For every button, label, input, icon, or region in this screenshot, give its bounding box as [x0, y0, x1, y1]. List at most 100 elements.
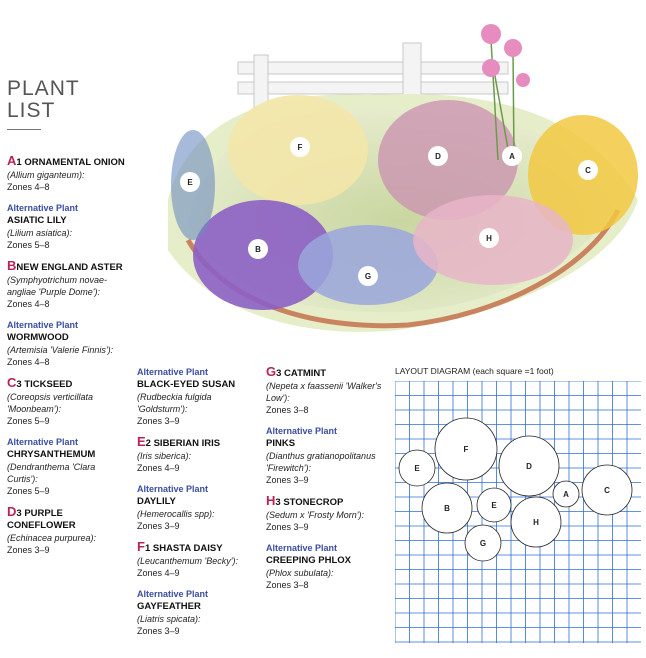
label-f: F: [290, 137, 310, 157]
title-rule: [7, 129, 41, 130]
alt-label: Alternative Plant: [7, 320, 79, 330]
diagram-label-c: C: [604, 486, 610, 495]
plant-name: GAYFEATHER: [137, 601, 201, 612]
label-a-text: A: [509, 152, 515, 161]
plant-latin: (Artemisia 'Valerie Finnis'):: [7, 345, 114, 355]
plant-name: WORMWOOD: [7, 332, 69, 343]
diagram-circle-c: C: [581, 464, 633, 516]
plant-entry-e-alt: Alternative Plant DAYLILY (Hemerocallis …: [137, 483, 259, 532]
diagram-circle-h: H: [510, 496, 562, 548]
alt-label: Alternative Plant: [7, 203, 79, 213]
plant-latin: (Echinacea purpurea):: [7, 533, 97, 543]
plant-entry-b: BNEW ENGLAND ASTER (Symphyotrichum novae…: [7, 259, 127, 310]
plant-entry-g: G3 CATMINT (Nepeta x faassenii 'Walker's…: [266, 365, 384, 416]
plant-latin: (Phlox subulata):: [266, 568, 334, 578]
diagram-circle-e-left: E: [398, 449, 436, 487]
garden-illustration: A B C D E F G H: [168, 24, 638, 332]
plant-zones: Zones 3–9: [7, 545, 50, 555]
label-g-text: G: [365, 272, 371, 281]
alt-label: Alternative Plant: [137, 484, 209, 494]
plant-entry-a: A1 ORNAMENTAL ONION (Allium giganteum): …: [7, 154, 127, 193]
plant-entry-h-alt: Alternative Plant CREEPING PHLOX (Phlox …: [266, 542, 384, 591]
plant-name: 1 SHASTA DAISY: [144, 543, 223, 554]
plant-entry-f: F1 SHASTA DAISY (Leucanthemum 'Becky'): …: [137, 540, 259, 579]
plant-zones: Zones 4–9: [137, 463, 180, 473]
label-a: A: [502, 146, 522, 166]
plant-latin: (Lilium asiatica):: [7, 228, 73, 238]
plant-zones: Zones 5–9: [7, 486, 50, 496]
label-e-text: E: [187, 178, 193, 187]
fence: [237, 42, 509, 134]
plant-entry-c: C3 TICKSEED (Coreopsis verticillata 'Moo…: [7, 376, 127, 427]
plant-list-column-2: Alternative Plant BLACK-EYED SUSAN (Rudb…: [137, 366, 259, 646]
layout-diagram: E F D B E A C H: [395, 381, 641, 643]
diagram-circle-g: G: [464, 524, 502, 562]
plant-latin: (Leucanthemum 'Becky'):: [137, 556, 238, 566]
plant-zones: Zones 4–8: [7, 357, 50, 367]
plant-list-column-3: G3 CATMINT (Nepeta x faassenii 'Walker's…: [266, 365, 384, 600]
plant-zones: Zones 3–9: [137, 521, 180, 531]
diagram-label-e-center: E: [491, 501, 497, 510]
plant-name: 3 STONECROP: [275, 497, 344, 508]
plant-zones: Zones 5–9: [7, 416, 50, 426]
diagram-label-e-left: E: [414, 464, 420, 473]
title-line-1: PLANT: [7, 77, 80, 100]
diagram-circle-a: A: [552, 480, 580, 508]
diagram-title-note: (each square =1 foot): [472, 366, 554, 376]
diagram-label-a: A: [563, 490, 569, 499]
allium-heads: [481, 24, 530, 87]
diagram-circle-e-center: E: [476, 487, 512, 523]
diagram-label-b: B: [444, 504, 450, 513]
plant-name: NEW ENGLAND ASTER: [16, 262, 123, 273]
plant-zones: Zones 4–8: [7, 182, 50, 192]
diagram-label-g: G: [480, 539, 486, 548]
plant-name: BLACK-EYED SUSAN: [137, 379, 236, 390]
plant-latin: (Dendranthema 'Clara Curtis'):: [7, 462, 96, 484]
plant-entry-c-alt: Alternative Plant CHRYSANTHEMUM (Dendran…: [7, 436, 127, 497]
plant-entry-a-alt: Alternative Plant ASIATIC LILY (Lilium a…: [7, 202, 127, 251]
plant-entry-f-alt: Alternative Plant GAYFEATHER (Liatris sp…: [137, 588, 259, 637]
plant-latin: (Iris siberica):: [137, 451, 192, 461]
plant-entry-e: E2 SIBERIAN IRIS (Iris siberica): Zones …: [137, 435, 259, 474]
alt-label: Alternative Plant: [137, 589, 209, 599]
plant-zones: Zones 3–8: [266, 580, 309, 590]
plant-zones: Zones 5–8: [7, 240, 50, 250]
label-c-text: C: [585, 166, 591, 175]
label-e: E: [180, 172, 200, 192]
plant-zones: Zones 4–8: [7, 299, 50, 309]
label-b: B: [248, 239, 268, 259]
plant-zones: Zones 4–9: [137, 568, 180, 578]
plant-name: CHRYSANTHEMUM: [7, 449, 96, 460]
label-g: G: [358, 266, 378, 286]
plant-zones: Zones 3–9: [137, 626, 180, 636]
plant-name: 2 SIBERIAN IRIS: [145, 438, 221, 449]
plant-name: 3 PURPLE CONEFLOWER: [7, 508, 76, 531]
plant-name: ASIATIC LILY: [7, 215, 67, 226]
plant-latin: (Nepeta x faassenii 'Walker's Low'):: [266, 381, 382, 403]
diagram-label-h: H: [533, 518, 539, 527]
plant-entry-h: H3 STONECROP (Sedum x 'Frosty Morn'): Zo…: [266, 494, 384, 533]
diagram-circle-b: B: [421, 482, 473, 534]
plant-name: PINKS: [266, 438, 296, 449]
plant-entry-d-alt: Alternative Plant BLACK-EYED SUSAN (Rudb…: [137, 366, 259, 427]
plant-list-title: PLANT LIST: [7, 77, 80, 122]
plant-entry-b-alt: Alternative Plant WORMWOOD (Artemisia 'V…: [7, 319, 127, 368]
diagram-circle-d: D: [498, 435, 560, 497]
plant-zones: Zones 3–8: [266, 405, 309, 415]
label-d: D: [428, 146, 448, 166]
plant-zones: Zones 3–9: [266, 522, 309, 532]
alt-label: Alternative Plant: [137, 367, 209, 377]
plant-name: 3 CATMINT: [276, 368, 327, 379]
diagram-label-f: F: [464, 445, 469, 454]
plant-entry-d: D3 PURPLE CONEFLOWER (Echinacea purpurea…: [7, 505, 127, 556]
label-f-text: F: [298, 143, 303, 152]
alt-label: Alternative Plant: [266, 543, 338, 553]
plant-latin: (Allium giganteum):: [7, 170, 85, 180]
label-h-text: H: [486, 234, 492, 243]
title-line-2: LIST: [7, 99, 56, 122]
plant-entry-g-alt: Alternative Plant PINKS (Dianthus gratia…: [266, 425, 384, 486]
plant-latin: (Coreopsis verticillata 'Moonbeam'):: [7, 392, 94, 414]
label-d-text: D: [435, 152, 441, 161]
coneflower-mass: [378, 100, 518, 220]
label-h: H: [479, 228, 499, 248]
